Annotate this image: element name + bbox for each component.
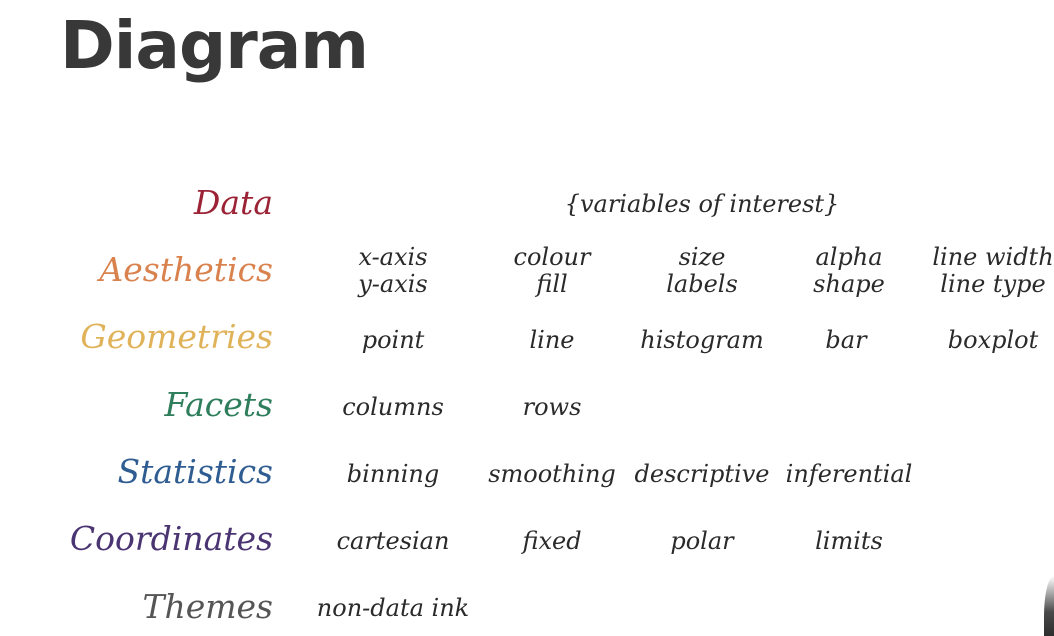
data-cell-variables: {variables of interest} <box>564 190 840 218</box>
presenter-silhouette <box>1044 576 1054 636</box>
geometries-cell-bar: bar <box>825 326 867 354</box>
statistics-cell-descriptive: descriptive <box>634 460 770 488</box>
cell-line: size <box>678 243 726 271</box>
row-label-aesthetics: Aesthetics <box>99 250 273 289</box>
aesthetics-cell-line: line width line type <box>932 244 1053 298</box>
row-label-themes: Themes <box>142 587 273 626</box>
geometries-cell-histogram: histogram <box>640 326 764 354</box>
statistics-cell-smoothing: smoothing <box>488 460 616 488</box>
cell-line: shape <box>813 269 885 298</box>
cell-line: line width <box>932 243 1054 271</box>
coordinates-cell-fixed: fixed <box>522 527 582 555</box>
row-label-data: Data <box>193 183 273 222</box>
row-label-facets: Facets <box>164 385 273 424</box>
coordinates-cell-cartesian: cartesian <box>336 527 450 555</box>
geometries-cell-point: point <box>361 326 425 354</box>
aesthetics-cell-size: size labels <box>666 244 738 298</box>
cell-line: y-axis <box>358 269 428 298</box>
geometries-cell-line: line <box>529 326 575 354</box>
facets-cell-rows: rows <box>522 393 582 421</box>
cell-line: colour <box>513 243 591 271</box>
cell-line: x-axis <box>358 243 428 271</box>
facets-cell-columns: columns <box>342 393 444 421</box>
aesthetics-cell-alpha: alpha shape <box>813 244 885 298</box>
row-label-statistics: Statistics <box>117 452 273 491</box>
statistics-cell-binning: binning <box>346 460 440 488</box>
aesthetics-cell-colour: colour fill <box>514 244 591 298</box>
geometries-cell-boxplot: boxplot <box>947 326 1039 354</box>
statistics-cell-inferential: inferential <box>785 460 913 488</box>
coordinates-cell-polar: polar <box>670 527 734 555</box>
cell-line: line type <box>940 269 1046 298</box>
cell-line: fill <box>536 269 568 298</box>
themes-cell-non-data-ink: non-data ink <box>316 594 470 622</box>
row-label-coordinates: Coordinates <box>69 519 273 558</box>
row-label-geometries: Geometries <box>80 317 273 356</box>
coordinates-cell-limits: limits <box>815 527 883 555</box>
cell-line: labels <box>666 269 738 298</box>
page-title: Diagram <box>60 7 369 84</box>
aesthetics-cell-axis: x-axis y-axis <box>358 244 428 298</box>
cell-line: alpha <box>815 243 883 271</box>
